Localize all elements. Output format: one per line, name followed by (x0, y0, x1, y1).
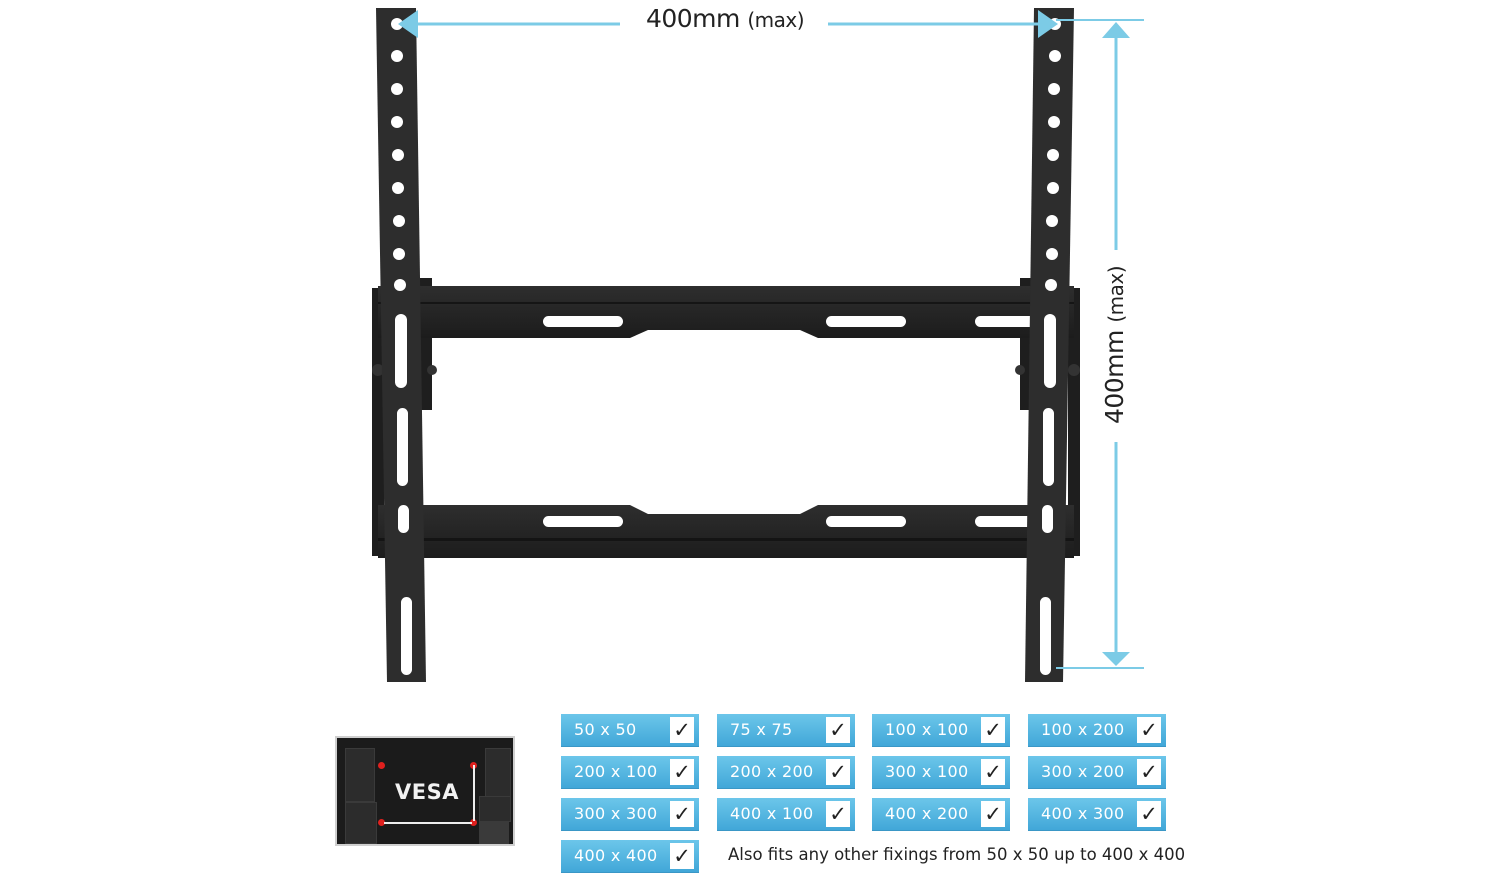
width-unit: mm (692, 4, 740, 33)
vesa-badge: 200 x 200 ✓ (717, 756, 855, 788)
tv-panel-right (485, 748, 511, 802)
vesa-size-label: 75 x 75 (730, 720, 793, 739)
height-value: 400 (1100, 377, 1129, 425)
wall-bracket-illustration (372, 8, 1144, 682)
vesa-size-label: 200 x 100 (574, 762, 658, 781)
tv-panel-left (345, 748, 375, 802)
vesa-badge: 300 x 300 ✓ (561, 798, 699, 830)
tv-ports-left (345, 802, 377, 844)
vesa-size-label: 400 x 200 (885, 804, 969, 823)
checkmark-icon: ✓ (670, 801, 694, 827)
checkmark-icon: ✓ (981, 717, 1005, 743)
right-vertical-arm (1025, 8, 1074, 682)
tv-ports-right (479, 796, 511, 822)
left-vertical-arm (376, 8, 426, 682)
vesa-badge: 400 x 300 ✓ (1028, 798, 1166, 830)
vesa-badge: 75 x 75 ✓ (717, 714, 855, 746)
vesa-size-label: 300 x 100 (885, 762, 969, 781)
vesa-size-label: 300 x 300 (574, 804, 658, 823)
vesa-hole (470, 819, 477, 826)
vesa-hole (378, 819, 385, 826)
checkmark-icon: ✓ (826, 717, 850, 743)
vesa-badge: 400 x 100 ✓ (717, 798, 855, 830)
vesa-badge: 100 x 100 ✓ (872, 714, 1010, 746)
checkmark-icon: ✓ (1137, 801, 1161, 827)
tv-back-vesa-icon: VESA (335, 736, 515, 846)
height-unit: mm (1100, 330, 1129, 378)
width-dimension-label: 400mm (max) (620, 4, 830, 33)
checkmark-icon: ✓ (670, 843, 694, 869)
width-value: 400 (645, 4, 693, 33)
vesa-size-label: 50 x 50 (574, 720, 637, 739)
height-dimension-label: 400mm (max) (1100, 230, 1130, 460)
checkmark-icon: ✓ (1137, 717, 1161, 743)
checkmark-icon: ✓ (981, 801, 1005, 827)
compatibility-note: Also fits any other fixings from 50 x 50… (728, 845, 1186, 864)
checkmark-icon: ✓ (670, 717, 694, 743)
top-rail (378, 286, 1074, 338)
vesa-height-arrow (473, 765, 475, 821)
checkmark-icon: ✓ (826, 801, 850, 827)
vesa-hole (378, 762, 385, 769)
width-qualifier: (max) (747, 8, 805, 32)
vesa-badge: 400 x 200 ✓ (872, 798, 1010, 830)
vesa-size-label: 300 x 200 (1041, 762, 1125, 781)
vesa-size-label: 100 x 100 (885, 720, 969, 739)
checkmark-icon: ✓ (981, 759, 1005, 785)
vesa-width-arrow (384, 822, 472, 824)
vesa-badge: 400 x 400 ✓ (561, 840, 699, 872)
checkmark-icon: ✓ (826, 759, 850, 785)
vesa-badge: 100 x 200 ✓ (1028, 714, 1166, 746)
vesa-badge: 200 x 100 ✓ (561, 756, 699, 788)
vesa-size-label: 400 x 300 (1041, 804, 1125, 823)
vesa-size-label: 400 x 100 (730, 804, 814, 823)
checkmark-icon: ✓ (670, 759, 694, 785)
tv-power-port (479, 822, 509, 844)
vesa-badge: 300 x 100 ✓ (872, 756, 1010, 788)
height-qualifier: (max) (1104, 265, 1128, 323)
vesa-size-label: 100 x 200 (1041, 720, 1125, 739)
vesa-size-label: 400 x 400 (574, 846, 658, 865)
vesa-badge: 300 x 200 ✓ (1028, 756, 1166, 788)
checkmark-icon: ✓ (1137, 759, 1161, 785)
bottom-rail (378, 505, 1074, 558)
vesa-badge: 50 x 50 ✓ (561, 714, 699, 746)
height-dimension-arrow (1056, 19, 1144, 669)
vesa-label: VESA (395, 780, 459, 804)
vesa-size-label: 200 x 200 (730, 762, 814, 781)
width-dimension-arrow (398, 10, 1058, 38)
